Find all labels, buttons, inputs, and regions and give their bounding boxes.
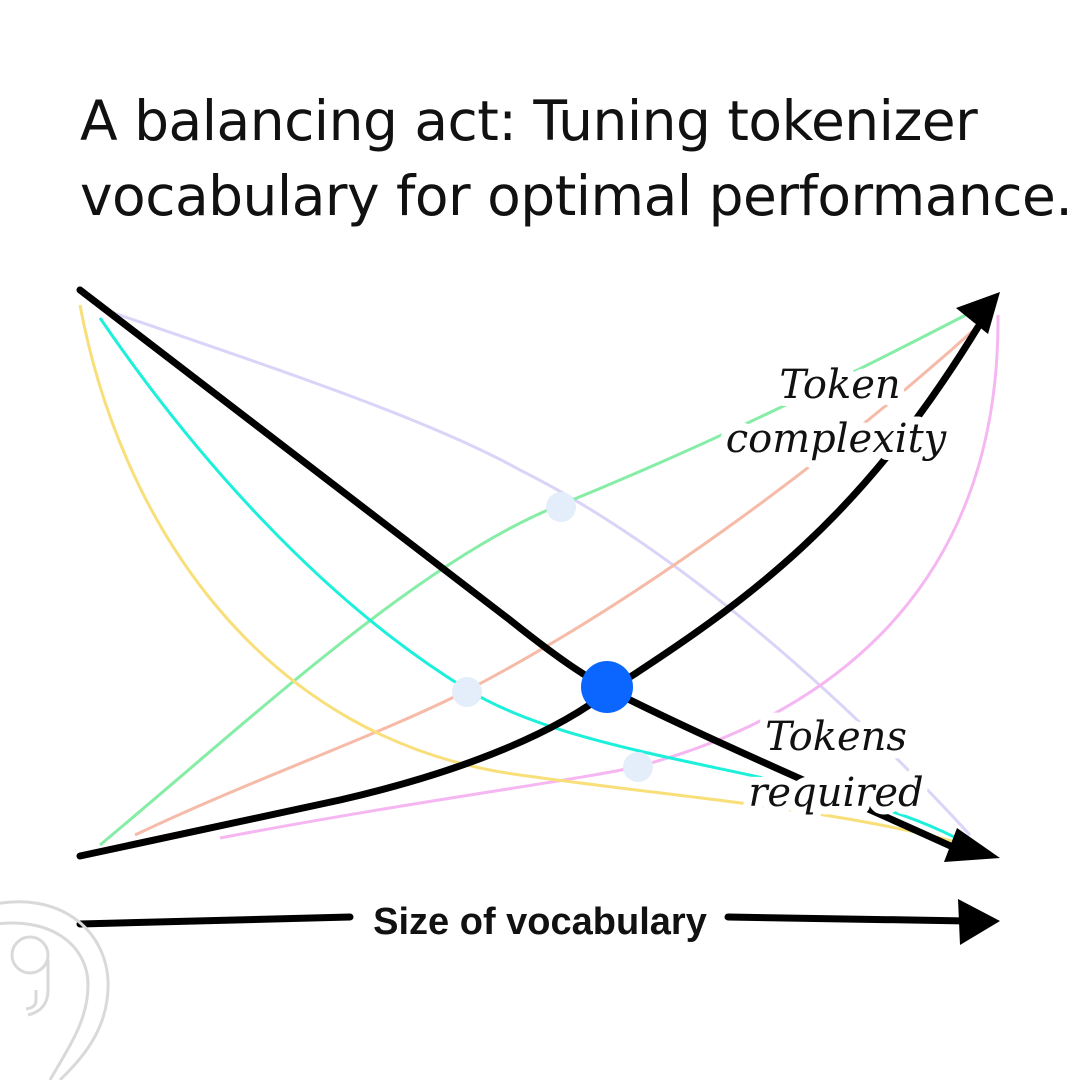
tokens-required-label-line-1: Tokens xyxy=(765,714,907,760)
minor-point xyxy=(452,677,482,707)
curve-pink xyxy=(219,314,1000,840)
token-complexity-label-line-2: complexity xyxy=(726,416,948,462)
tokens-required-curve xyxy=(76,286,959,852)
x-axis-label: Size of vocabulary xyxy=(373,901,707,943)
optimum-point xyxy=(581,661,633,713)
x-axis-arrowhead xyxy=(958,899,1000,945)
page-title: A balancing act: Tuning tokenizer vocabu… xyxy=(80,84,1073,234)
minor-point xyxy=(623,752,653,782)
title-line-1: A balancing act: Tuning tokenizer xyxy=(80,89,978,153)
x-axis-line-left xyxy=(76,913,354,928)
title-line-2: vocabulary for optimal performance. xyxy=(80,164,1073,228)
x-axis-line-right xyxy=(724,913,972,925)
token-complexity-label: Token complexity Token complexity xyxy=(718,354,956,470)
svg-text:Tokens: Tokens xyxy=(765,714,907,760)
tokens-required-arrowhead xyxy=(944,828,1000,862)
brand-logo-icon xyxy=(0,900,110,1080)
curve-salmon xyxy=(134,318,987,837)
svg-text:Token: Token xyxy=(779,362,900,408)
token-complexity-label-line-1: Token xyxy=(779,362,900,408)
tokens-required-label-line-2: required xyxy=(748,770,923,816)
tokens-required-label: Tokens required Tokens required xyxy=(740,706,931,824)
token-complexity-arrowhead xyxy=(956,292,1000,334)
svg-text:complexity: complexity xyxy=(726,416,948,462)
minor-point xyxy=(546,492,576,522)
svg-text:required: required xyxy=(748,770,923,816)
